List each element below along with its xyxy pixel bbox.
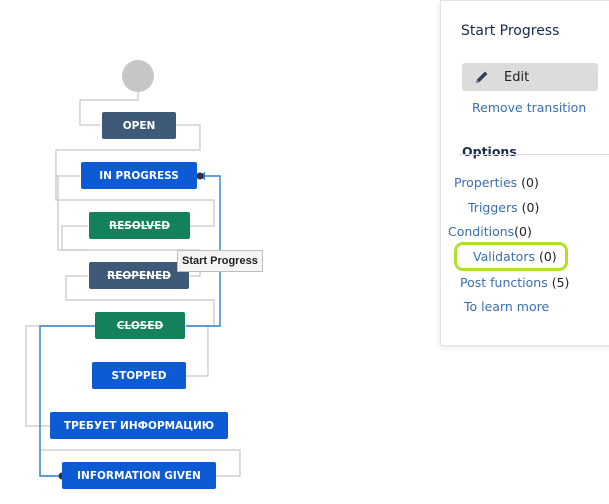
panel-title: Start Progress bbox=[461, 23, 560, 39]
option-properties[interactable]: Properties (0) bbox=[454, 175, 539, 190]
status-needs-info[interactable]: ТРЕБУЕТ ИНФОРМАЦИЮ bbox=[50, 412, 228, 439]
transition-initial-open bbox=[79, 92, 139, 126]
remove-transition-link[interactable]: Remove transition bbox=[472, 100, 587, 115]
option-triggers[interactable]: Triggers (0) bbox=[468, 200, 540, 215]
status-reopened[interactable]: REOPENED bbox=[89, 262, 189, 289]
status-information-given[interactable]: INFORMATION GIVEN bbox=[62, 462, 216, 489]
selected-transition-line-2 bbox=[39, 325, 96, 477]
status-resolved[interactable]: RESOLVED bbox=[89, 212, 190, 239]
status-closed[interactable]: CLOSED bbox=[95, 312, 185, 339]
status-open[interactable]: OPEN bbox=[102, 112, 176, 139]
option-conditions[interactable]: Conditions(0) bbox=[448, 224, 532, 239]
options-divider bbox=[459, 154, 609, 155]
transition-handle bbox=[196, 172, 204, 180]
transition-reopened-inprogress bbox=[57, 176, 88, 251]
pencil-icon bbox=[476, 71, 488, 83]
status-stopped[interactable]: STOPPED bbox=[92, 362, 186, 389]
transition-resolved-back bbox=[55, 176, 215, 227]
option-post-functions[interactable]: Post functions (5) bbox=[460, 275, 570, 290]
initial-node bbox=[122, 60, 154, 92]
status-in-progress[interactable]: IN PROGRESS bbox=[81, 162, 197, 189]
transition-open-inprogress bbox=[55, 124, 201, 177]
transition-closed-needsinfo bbox=[25, 325, 96, 427]
transition-panel: Start Progress Edit Remove transition Op… bbox=[440, 0, 609, 346]
transition-resolved-reopened bbox=[61, 225, 201, 277]
option-learn-more[interactable]: To learn more bbox=[464, 299, 550, 314]
transition-closed-stopped bbox=[186, 325, 209, 377]
edit-button[interactable]: Edit bbox=[462, 63, 598, 91]
edit-label: Edit bbox=[504, 69, 530, 85]
transition-tooltip: Start Progress bbox=[177, 250, 263, 272]
option-validators[interactable]: Validators (0) bbox=[473, 249, 557, 264]
workflow-diagram: OPEN IN PROGRESS RESOLVED REOPENED CLOSE… bbox=[25, 60, 263, 489]
validators-highlight bbox=[454, 242, 568, 271]
options-heading: Options bbox=[462, 144, 517, 159]
